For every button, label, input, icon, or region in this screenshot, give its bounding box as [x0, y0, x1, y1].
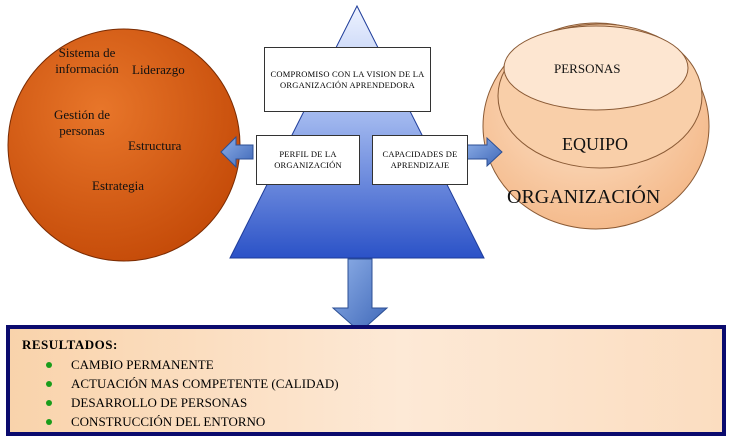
left-arrow	[220, 135, 254, 169]
right-circle-inner	[503, 25, 689, 111]
left-circle-item-estrategia: Estrategia	[92, 178, 144, 193]
list-item: ACTUACIÓN MAS COMPETENTE (CALIDAD)	[46, 374, 339, 393]
vision-commitment-box: COMPROMISO CON LA VISION DE LA ORGANIZAC…	[264, 47, 431, 112]
left-circle-item-estructura: Estructura	[128, 138, 182, 153]
left-circle-item-sistema: Sistema de información	[55, 45, 119, 76]
results-title: RESULTADOS:	[22, 337, 118, 352]
right-circle-personas-label: PERSONAS	[554, 61, 621, 76]
bullet-icon	[46, 418, 52, 425]
down-arrow	[331, 258, 389, 333]
right-circle-organizacion-label: ORGANIZACIÓN	[507, 186, 661, 208]
right-circle-equipo-label: EQUIPO	[562, 134, 628, 154]
learning-capabilities-box: CAPACIDADES DE APRENDIZAJE	[372, 135, 468, 185]
left-circle-item-liderazgo: Liderazgo	[132, 62, 185, 77]
bullet-icon	[46, 361, 52, 368]
triangle	[229, 4, 485, 259]
left-circle-item-gestion: Gestión de personas	[54, 107, 110, 138]
organization-profile-box: PERFIL DE LA ORGANIZACIÓN	[256, 135, 360, 185]
list-item: DESARROLLO DE PERSONAS	[46, 393, 339, 412]
list-item: CAMBIO PERMANENTE	[46, 355, 339, 374]
right-arrow	[466, 136, 503, 168]
bullet-icon	[46, 399, 52, 406]
bullet-icon	[46, 380, 52, 387]
results-panel: RESULTADOS: CAMBIO PERMANENTE ACTUACIÓN …	[6, 325, 726, 436]
results-list: CAMBIO PERMANENTE ACTUACIÓN MAS COMPETEN…	[46, 355, 339, 431]
list-item: CONSTRUCCIÓN DEL ENTORNO	[46, 412, 339, 431]
